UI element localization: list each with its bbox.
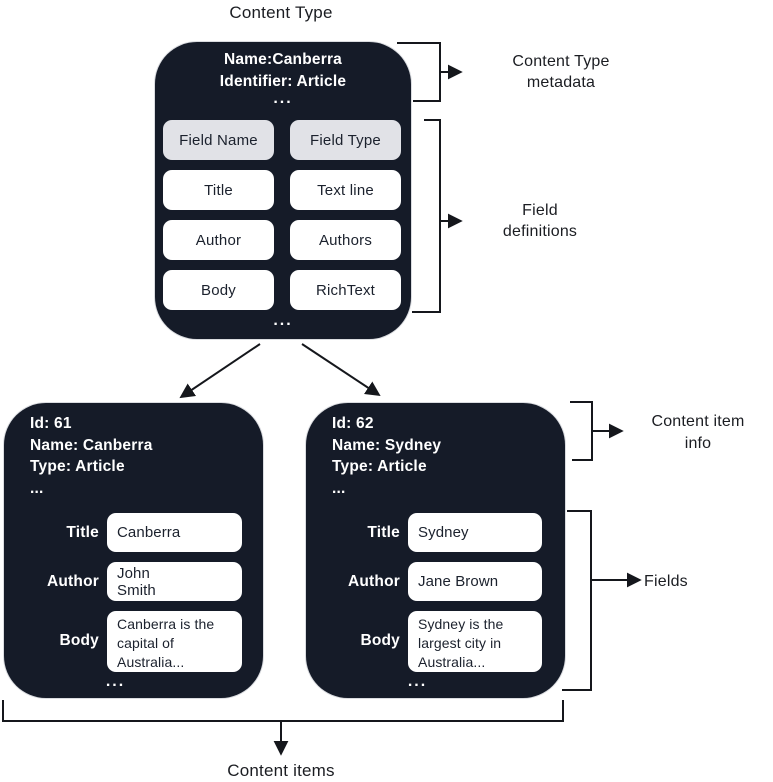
field-table-header-name: Field Name [163,120,274,160]
bracket-field-definitions [412,119,441,313]
annotation-fields: Fields [644,573,688,590]
bracket-content-items [2,700,564,722]
field-name-cell: Body [163,270,274,310]
ellipsis-indicator: ... [273,90,293,107]
field-label-author: Author [47,573,99,590]
arrow-to-item-1 [179,343,261,399]
content-item-box-sydney: Id: 62 Name: Sydney Type: Article ... Ti… [306,403,565,698]
content-type-metadata-text: Name:Canberra Identifier: Article [219,51,347,90]
content-item-info-text: Id: 62 Name: Sydney Type: Article ... [332,415,442,497]
field-type-cell: Text line [290,170,401,210]
bracket-content-item-info [570,401,593,461]
field-label-title: Title [367,524,400,541]
arrow-to-item-2 [301,343,381,397]
field-type-cell: Authors [290,220,401,260]
field-label-body: Body [360,632,400,649]
field-value-title: Sydney [408,513,542,552]
field-value-body: Sydney is the largest city in Australia.… [408,611,542,672]
field-label-body: Body [59,632,99,649]
field-name-cell: Title [163,170,274,210]
field-value-author: John Smith [107,562,242,601]
ellipsis-indicator: ... [105,673,126,690]
content-item-box-canberra: Id: 61 Name: Canberra Type: Article ... … [4,403,263,698]
bracket-fields [562,510,592,691]
field-table-header-type: Field Type [290,120,401,160]
field-value-author: Jane Brown [408,562,542,601]
annotation-field-definitions: Field definitions [502,202,578,240]
ellipsis-indicator: ... [407,673,428,690]
field-type-cell: RichText [290,270,401,310]
annotation-content-type-metadata: Content Type metadata [512,53,610,91]
content-type-box: Name:Canberra Identifier: Article ... Fi… [155,42,411,339]
content-item-info-text: Id: 61 Name: Canberra Type: Article ... [30,415,153,497]
diagram-title: Content Type [229,3,333,22]
field-value-body: Canberra is the capital of Australia... [107,611,242,672]
ellipsis-indicator: ... [273,312,293,329]
annotation-content-item-info: Content item info [651,413,745,452]
field-label-title: Title [66,524,99,541]
field-value-title: Canberra [107,513,242,552]
field-name-cell: Author [163,220,274,260]
field-label-author: Author [348,573,400,590]
annotation-content-items: Content items [227,761,335,780]
